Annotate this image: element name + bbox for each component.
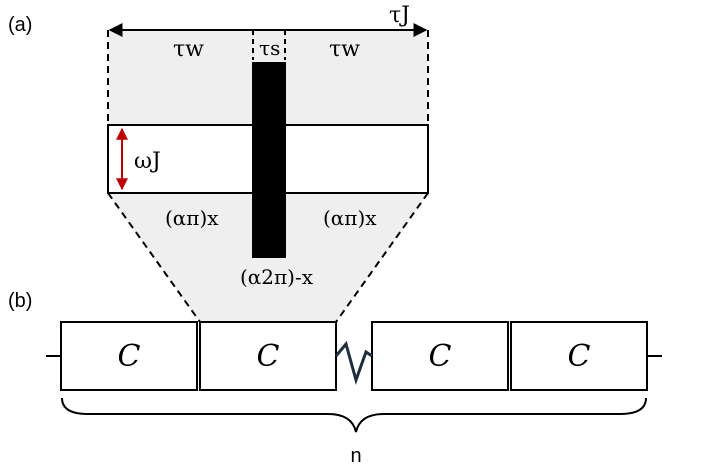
tau-s-label: τs [259,36,280,60]
pulse-center-label: (α2π)-x [240,265,314,289]
pulse-right-label: (απ)x [323,206,377,230]
omega-j-label: ωJ [134,149,161,174]
block-3-label: C [429,339,452,374]
tau-w-right-label: τw [329,37,360,62]
tau-w-left-label: τw [173,37,204,62]
block-4-label: C [568,339,591,374]
block-2 [199,321,337,391]
zoom-line-left [107,192,201,323]
central-pulse-bar [252,62,286,258]
repeat-count-label: n [350,445,361,467]
pulse-left-label: (απ)x [165,206,219,230]
tau-j-label: τJ [389,3,410,28]
block-1 [60,321,198,391]
block-1-label: C [118,339,141,374]
block-2-label: C [257,339,280,374]
block-4 [510,321,648,391]
zoom-line-right [335,192,429,323]
repeat-brace [61,397,647,433]
zigzag-break [334,340,373,385]
panel-a-label: (a) [8,14,32,36]
panel-b-label: (b) [8,290,32,312]
